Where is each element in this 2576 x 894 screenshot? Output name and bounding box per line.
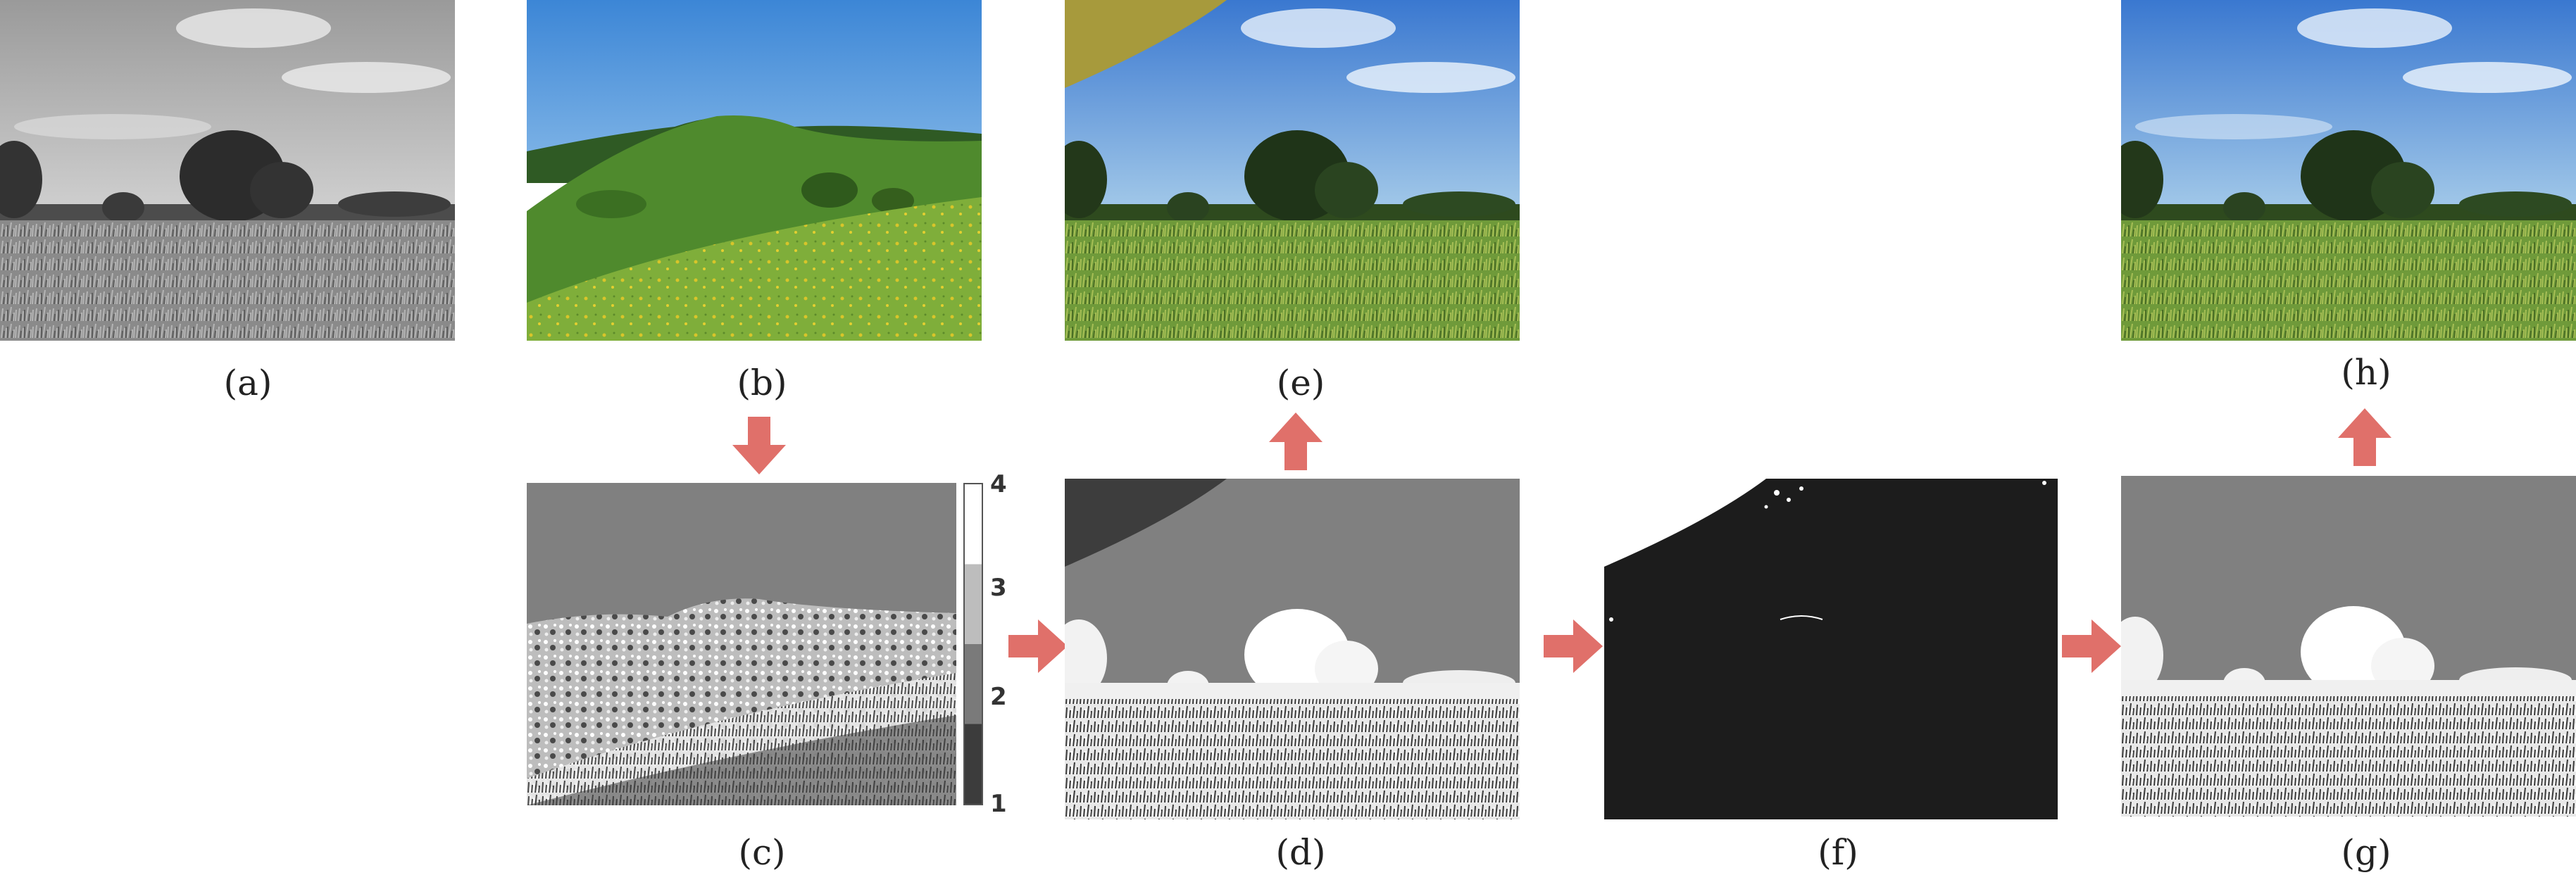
caption-g: (g) [2341,832,2391,873]
colorbar-tick-4: 4 [990,470,1007,498]
arrow-d-to-e [1269,413,1323,470]
caption-d: (d) [1275,832,1326,873]
panel-c-label-map [527,483,956,805]
arrow-b-to-c [732,417,786,474]
panel-d-label-map [1065,479,1520,819]
caption-e: (e) [1276,363,1325,403]
arrow-g-to-h [2338,408,2391,466]
panel-b-color-reference-image [527,0,982,341]
colorbar-tick-2: 2 [990,683,1007,711]
colorbar-tick-3: 3 [990,574,1007,602]
panel-a-grayscale-image [0,0,455,341]
caption-c: (c) [738,832,786,873]
colorbar-tick-1: 1 [990,790,1007,818]
panel-e-colorized-result [1065,0,1520,341]
arrow-f-to-g [2062,619,2121,673]
arrow-c-to-d [1008,619,1068,673]
panel-g-corrected-label-map [2121,476,2576,817]
caption-h: (h) [2341,352,2391,393]
colorbar [963,483,983,805]
caption-f: (f) [1818,832,1858,873]
panel-h-final-colorized-result [2121,0,2576,341]
panel-f-error-mask [1604,479,2058,819]
arrow-d-to-f [1544,619,1603,673]
caption-b: (b) [737,363,787,403]
caption-a: (a) [223,363,273,403]
